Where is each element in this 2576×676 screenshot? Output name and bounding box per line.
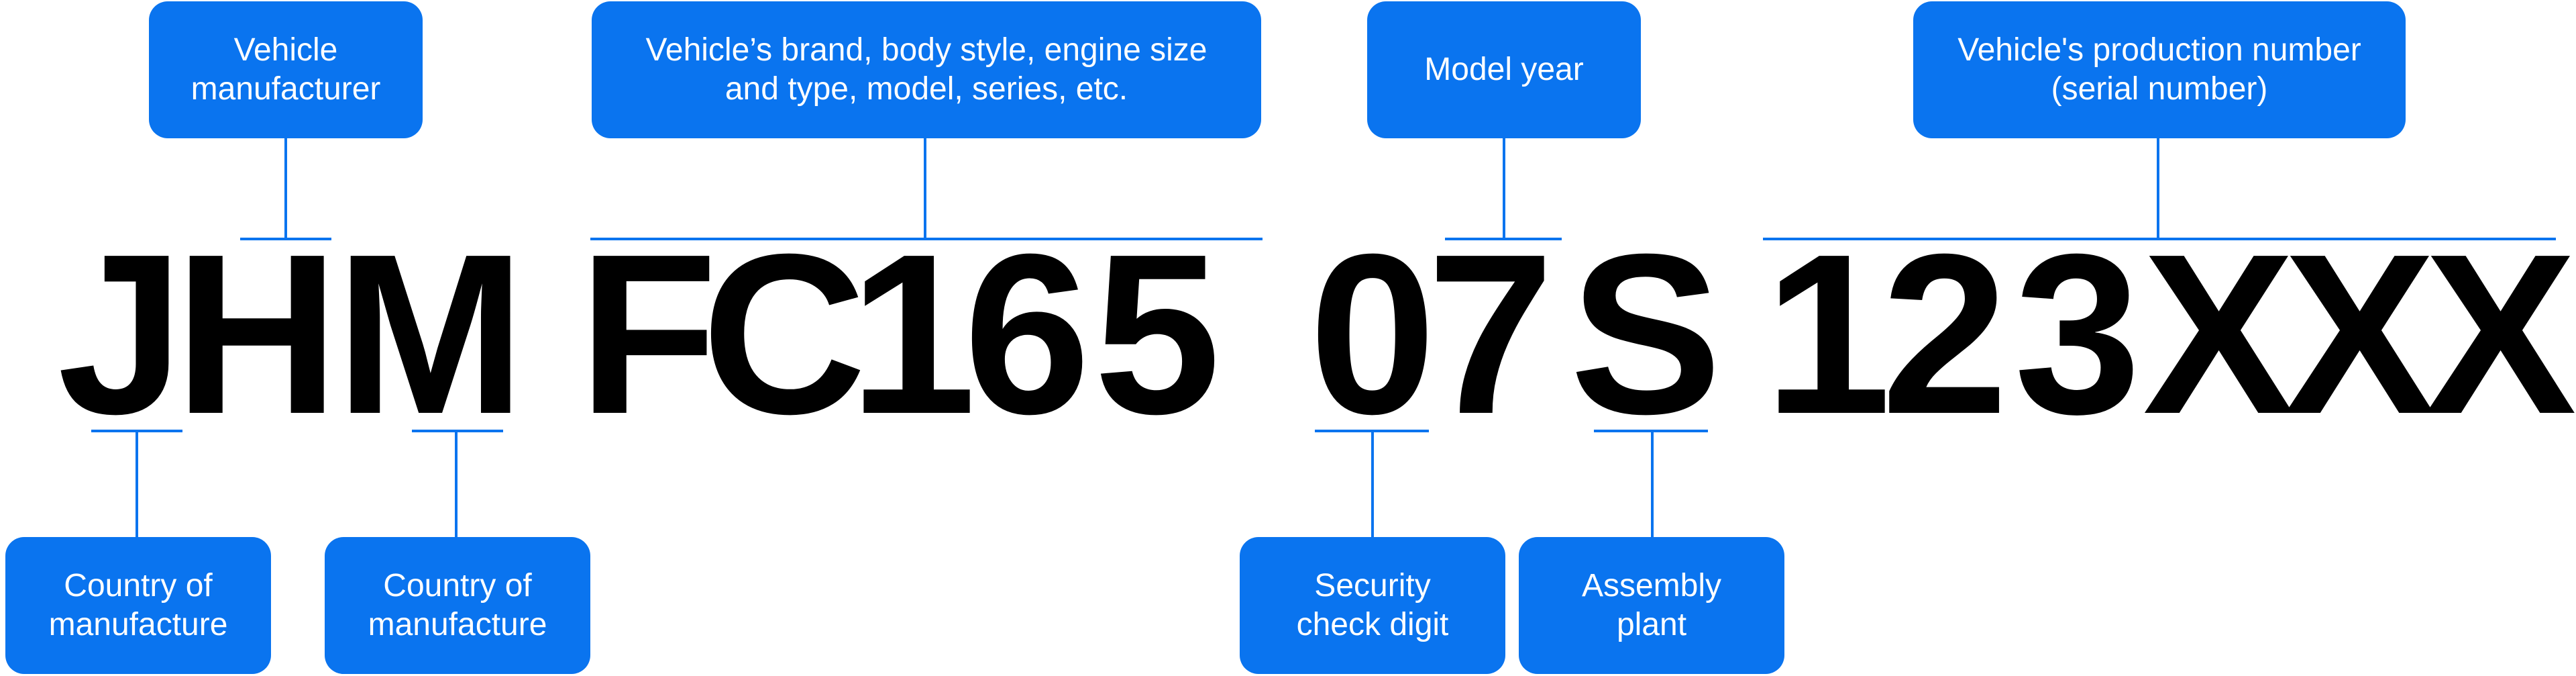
label-line: manufacture <box>48 607 228 642</box>
connector-country2-bracket <box>412 430 503 432</box>
label-line: and type, model, series, etc. <box>724 71 1128 107</box>
label-line: (serial number) <box>2051 71 2268 107</box>
label-line: Vehicle <box>233 32 338 68</box>
vin-char: M <box>335 207 526 462</box>
connector-security-vertical <box>1371 430 1374 537</box>
label-line: Country of <box>64 568 213 603</box>
label-line: manufacturer <box>191 71 381 107</box>
vin-char: X <box>2424 207 2576 462</box>
vin-char: 0 <box>1309 207 1436 462</box>
vehicle-descriptor-label: Vehicle’s brand, body style, engine size… <box>592 1 1261 138</box>
assembly-plant-label: Assembly plant <box>1519 537 1784 674</box>
vin-char: 6 <box>963 207 1091 462</box>
label-line: Security <box>1314 568 1431 603</box>
vehicle-manufacturer-label: Vehicle manufacturer <box>149 1 423 138</box>
connector-model-year-bracket <box>1445 238 1562 240</box>
connector-country1-vertical <box>136 430 138 537</box>
vin-char: X <box>2284 207 2436 462</box>
vin-char: J <box>57 207 184 462</box>
connector-manufacturer-bracket <box>240 238 331 240</box>
connector-descriptor-bracket <box>590 238 1263 240</box>
vin-char: H <box>174 207 339 462</box>
vin-char: 2 <box>1881 207 2008 462</box>
label-line: plant <box>1616 607 1687 642</box>
connector-model-year-vertical <box>1503 138 1505 239</box>
label-line: Country of <box>383 568 532 603</box>
vin-char: F <box>578 207 718 462</box>
vin-char: 1 <box>1764 207 1892 462</box>
vin-char: 7 <box>1427 207 1554 462</box>
label-line: manufacture <box>368 607 547 642</box>
label-line: check digit <box>1296 607 1449 642</box>
country-of-manufacture-label: Country of manufacture <box>5 537 271 674</box>
vin-char: 1 <box>849 207 977 462</box>
connector-country2-vertical <box>455 430 458 537</box>
label-line: Model year <box>1424 52 1584 87</box>
connector-assembly-vertical <box>1651 430 1654 537</box>
country-of-manufacture-label-2: Country of manufacture <box>325 537 590 674</box>
label-line: Assembly <box>1581 568 1722 603</box>
connector-production-bracket <box>1763 238 2556 240</box>
connector-manufacturer-vertical <box>284 138 287 239</box>
label-line: Vehicle’s brand, body style, engine size <box>645 32 1208 68</box>
connector-descriptor-vertical <box>924 138 926 239</box>
vin-char: X <box>2143 207 2295 462</box>
model-year-label: Model year <box>1367 1 1641 138</box>
production-number-label: Vehicle's production number (serial numb… <box>1913 1 2406 138</box>
connector-production-vertical <box>2157 138 2159 239</box>
vin-char: S <box>1570 207 1722 462</box>
vin-char: C <box>702 207 867 462</box>
vin-char: 3 <box>2014 207 2141 462</box>
security-check-digit-label: Security check digit <box>1240 537 1505 674</box>
label-line: Vehicle's production number <box>1957 32 2361 68</box>
vin-char: 5 <box>1093 207 1221 462</box>
